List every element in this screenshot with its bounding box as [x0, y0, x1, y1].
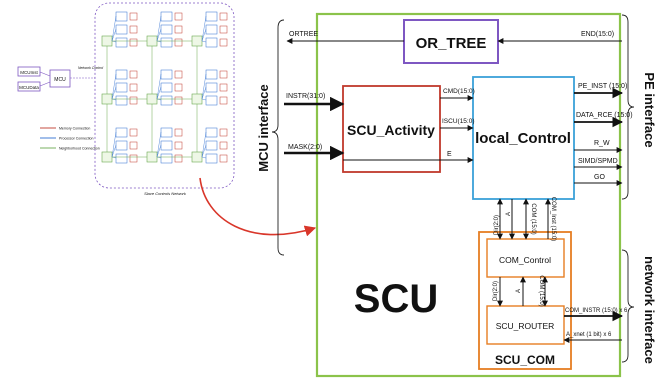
network-cell	[146, 127, 192, 164]
network-cell	[191, 11, 228, 94]
scu-big-label: SCU	[354, 277, 438, 321]
mcuinst-box	[17, 66, 41, 77]
network-cell	[101, 11, 147, 94]
mcu-interface-label: MCU interface	[256, 84, 271, 171]
simd-label: SIMD/SPMD	[578, 158, 618, 165]
instr-label: INSTR(31:0)	[286, 93, 325, 100]
com-inst-label: COM_Inst (15:0)	[550, 197, 556, 241]
network-caption: Slave Controls Network	[144, 191, 187, 196]
com-mid-label: COM (15:0)	[538, 275, 544, 306]
scu-activity-box	[342, 85, 441, 173]
local-control-label: local_Control	[475, 130, 571, 147]
pe-interface-brace	[621, 14, 635, 200]
dir-top-label: Dir(2:0)	[494, 215, 500, 235]
network-cell	[191, 69, 228, 152]
end-label: END(15:0)	[581, 31, 614, 38]
scu-com-label: SCU_COM	[495, 353, 555, 367]
a-top-label: A	[506, 212, 512, 216]
pe-inst-label: PE_INST (15:0)	[578, 83, 627, 90]
network-cell	[101, 127, 147, 164]
mcudata-label: MCUData	[19, 85, 39, 90]
com-top-label: COM (15:0)	[530, 203, 536, 234]
com-control-box	[486, 238, 565, 278]
legend-processor: Processor Connection	[59, 137, 93, 141]
r-w-label: R_W	[594, 140, 610, 147]
network-legend: Memory Connection Processor Connection N…	[40, 127, 100, 151]
network-thumbnail: MCUInst MCUData MCU Network Control Slav…	[17, 2, 235, 196]
a-xnet-label: A_xnet (1 bit) x 6	[566, 332, 612, 338]
mcu-box	[49, 69, 71, 88]
scu-router-box	[486, 305, 565, 345]
a-mid-label: A	[516, 289, 522, 293]
or-tree-label: OR_TREE	[416, 35, 487, 52]
ortree-label: ORTREE	[289, 31, 318, 38]
iscu-label: ISCU(15:0)	[442, 118, 475, 125]
com-control-label: COM_Control	[499, 255, 551, 265]
dir-mid-label: Dir(2:0)	[493, 281, 499, 301]
mcuinst-label: MCUInst	[20, 70, 38, 75]
scu-activity-label: SCU_Activity	[347, 122, 435, 138]
cmd-label: CMD(15:0)	[443, 88, 475, 95]
mask-label: MASK(2:0)	[288, 144, 322, 151]
network-control-label: Network Control	[78, 66, 103, 70]
network-cell	[146, 69, 192, 152]
mcu-label: MCU	[54, 77, 66, 83]
mcudata-box	[17, 81, 41, 92]
zoom-arrow	[199, 177, 317, 237]
network-cell	[146, 11, 192, 94]
pe-interface-label: PE interface	[642, 72, 657, 147]
network-cell	[191, 127, 228, 164]
network-cell	[101, 69, 147, 152]
network-interface-label: network interface	[642, 256, 657, 364]
go-label: GO	[594, 174, 605, 181]
e-label: E	[447, 151, 452, 158]
data-rce-label: DATA_RCE (15:0)	[576, 112, 633, 119]
scu-router-label: SCU_ROUTER	[496, 321, 555, 331]
legend-neighborhood: Neighborhood Connection	[59, 147, 100, 151]
network-interface-brace	[621, 249, 635, 363]
com-instr-label: COM_INSTR (15:0) x 6	[565, 308, 628, 314]
legend-memory: Memory Connection	[59, 127, 90, 131]
mcu-interface-brace	[271, 19, 285, 256]
